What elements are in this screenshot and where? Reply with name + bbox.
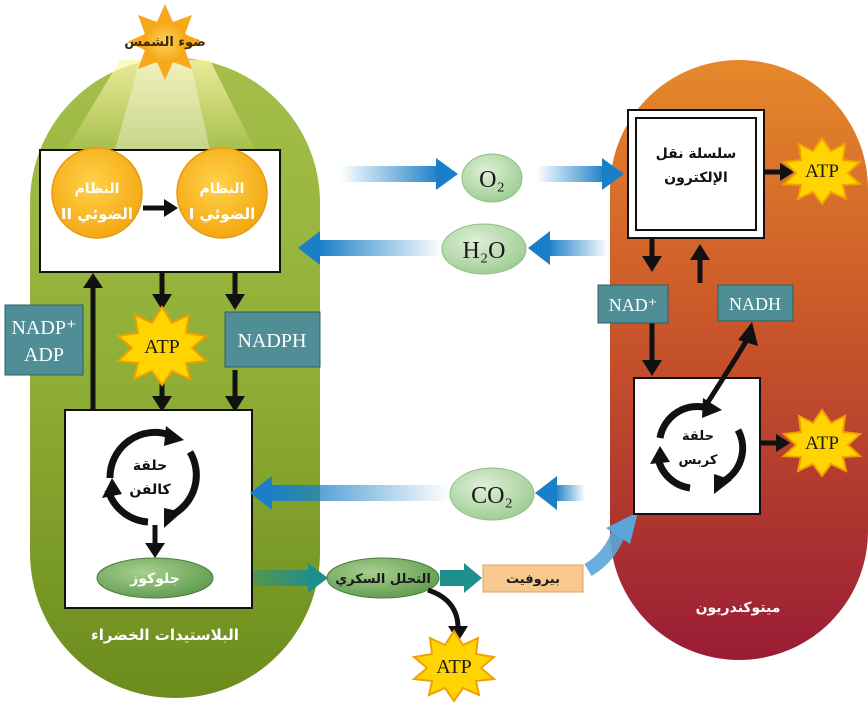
- chloroplast-label: البلاستيدات الخضراء: [91, 626, 239, 644]
- glucose-label: جلوكوز: [129, 571, 180, 587]
- glycolysis-to-pyruvate-arrow: [440, 563, 482, 593]
- etc-label-line1: سلسلة نقل: [656, 146, 737, 162]
- glucose-to-glycolysis-arrow: [253, 563, 328, 593]
- co2-molecule: CO₂: [449, 467, 535, 521]
- krebs-box: [633, 377, 761, 515]
- h2o-molecule: H₂O: [441, 223, 527, 275]
- krebs-label-line2: كربس: [679, 453, 718, 468]
- sunlight-label: ضوء الشمس: [124, 35, 206, 50]
- pyruvate-box: بيروفيت: [482, 564, 584, 593]
- etc-box: سلسلة نقل الإلكترون: [627, 109, 765, 239]
- glycolysis: التحلل السكري: [326, 557, 440, 599]
- calvin-label-line1: حلقة: [133, 458, 167, 474]
- ps1-label-line1: النظام: [200, 181, 245, 197]
- photosystem-i: النظام الضوئي I: [176, 147, 268, 239]
- glycolysis-to-atp-arrow: [427, 587, 468, 642]
- glycolysis-label: التحلل السكري: [335, 572, 431, 587]
- atp-burst-chloroplast: ATP: [115, 305, 209, 387]
- krebs-atp-label: ATP: [805, 433, 839, 454]
- nadh-label: NADH: [729, 294, 781, 314]
- ps1-label-line2: الضوئي I: [189, 205, 256, 223]
- calvin-to-glucose-arrow: [145, 525, 165, 558]
- etc-to-atp-arrow: [764, 163, 794, 181]
- krebs-to-atp-arrow: [760, 434, 790, 452]
- nad-label: NAD⁺: [609, 295, 658, 315]
- mitochondrion-label: ميتوكندريون: [696, 600, 781, 616]
- pyruvate-label: بيروفيت: [506, 572, 560, 587]
- h2o-label: H₂O: [462, 238, 505, 264]
- co2-flow: [250, 476, 585, 510]
- o2-label: O₂: [479, 167, 505, 193]
- atp-burst-krebs: ATP: [781, 408, 863, 478]
- o2-molecule: O₂: [461, 153, 523, 203]
- nadph-box: NADPH: [224, 311, 321, 368]
- ps2-label-line1: النظام: [75, 181, 120, 197]
- krebs-to-nadh-arrow: [705, 322, 758, 404]
- sun-icon: [60, 4, 260, 160]
- co2-label: CO₂: [471, 483, 513, 509]
- pyruvate-to-krebs-arrow: [584, 512, 638, 577]
- ps2-label-line2: الضوئي II: [61, 205, 133, 223]
- glycolysis-atp-label: ATP: [436, 656, 472, 678]
- etc-atp-label: ATP: [805, 161, 839, 182]
- glucose: جلوكوز: [96, 557, 214, 599]
- atp-burst-etc: ATP: [781, 136, 863, 206]
- atp-burst-glycolysis: ATP: [411, 629, 497, 703]
- photosystem-ii: النظام الضوئي II: [51, 147, 143, 239]
- nadh-box: NADH: [717, 284, 794, 322]
- nad-box: NAD⁺: [597, 284, 669, 324]
- adp-label: ADP: [24, 344, 64, 366]
- calvin-label-line2: كالفن: [129, 482, 171, 498]
- nadp-label: NADP⁺: [11, 317, 76, 339]
- h2o-flow: [298, 231, 608, 265]
- ps2-to-ps1-arrow: [143, 199, 178, 217]
- nadp-adp-box: NADP⁺ ADP: [4, 304, 84, 376]
- o2-flow: [340, 158, 624, 190]
- mito-arrows: [642, 238, 710, 376]
- etc-label-line2: الإلكترون: [664, 170, 728, 186]
- nadph-label: NADPH: [238, 330, 307, 352]
- krebs-label-line1: حلقة: [682, 429, 714, 444]
- atp-label: ATP: [144, 336, 180, 358]
